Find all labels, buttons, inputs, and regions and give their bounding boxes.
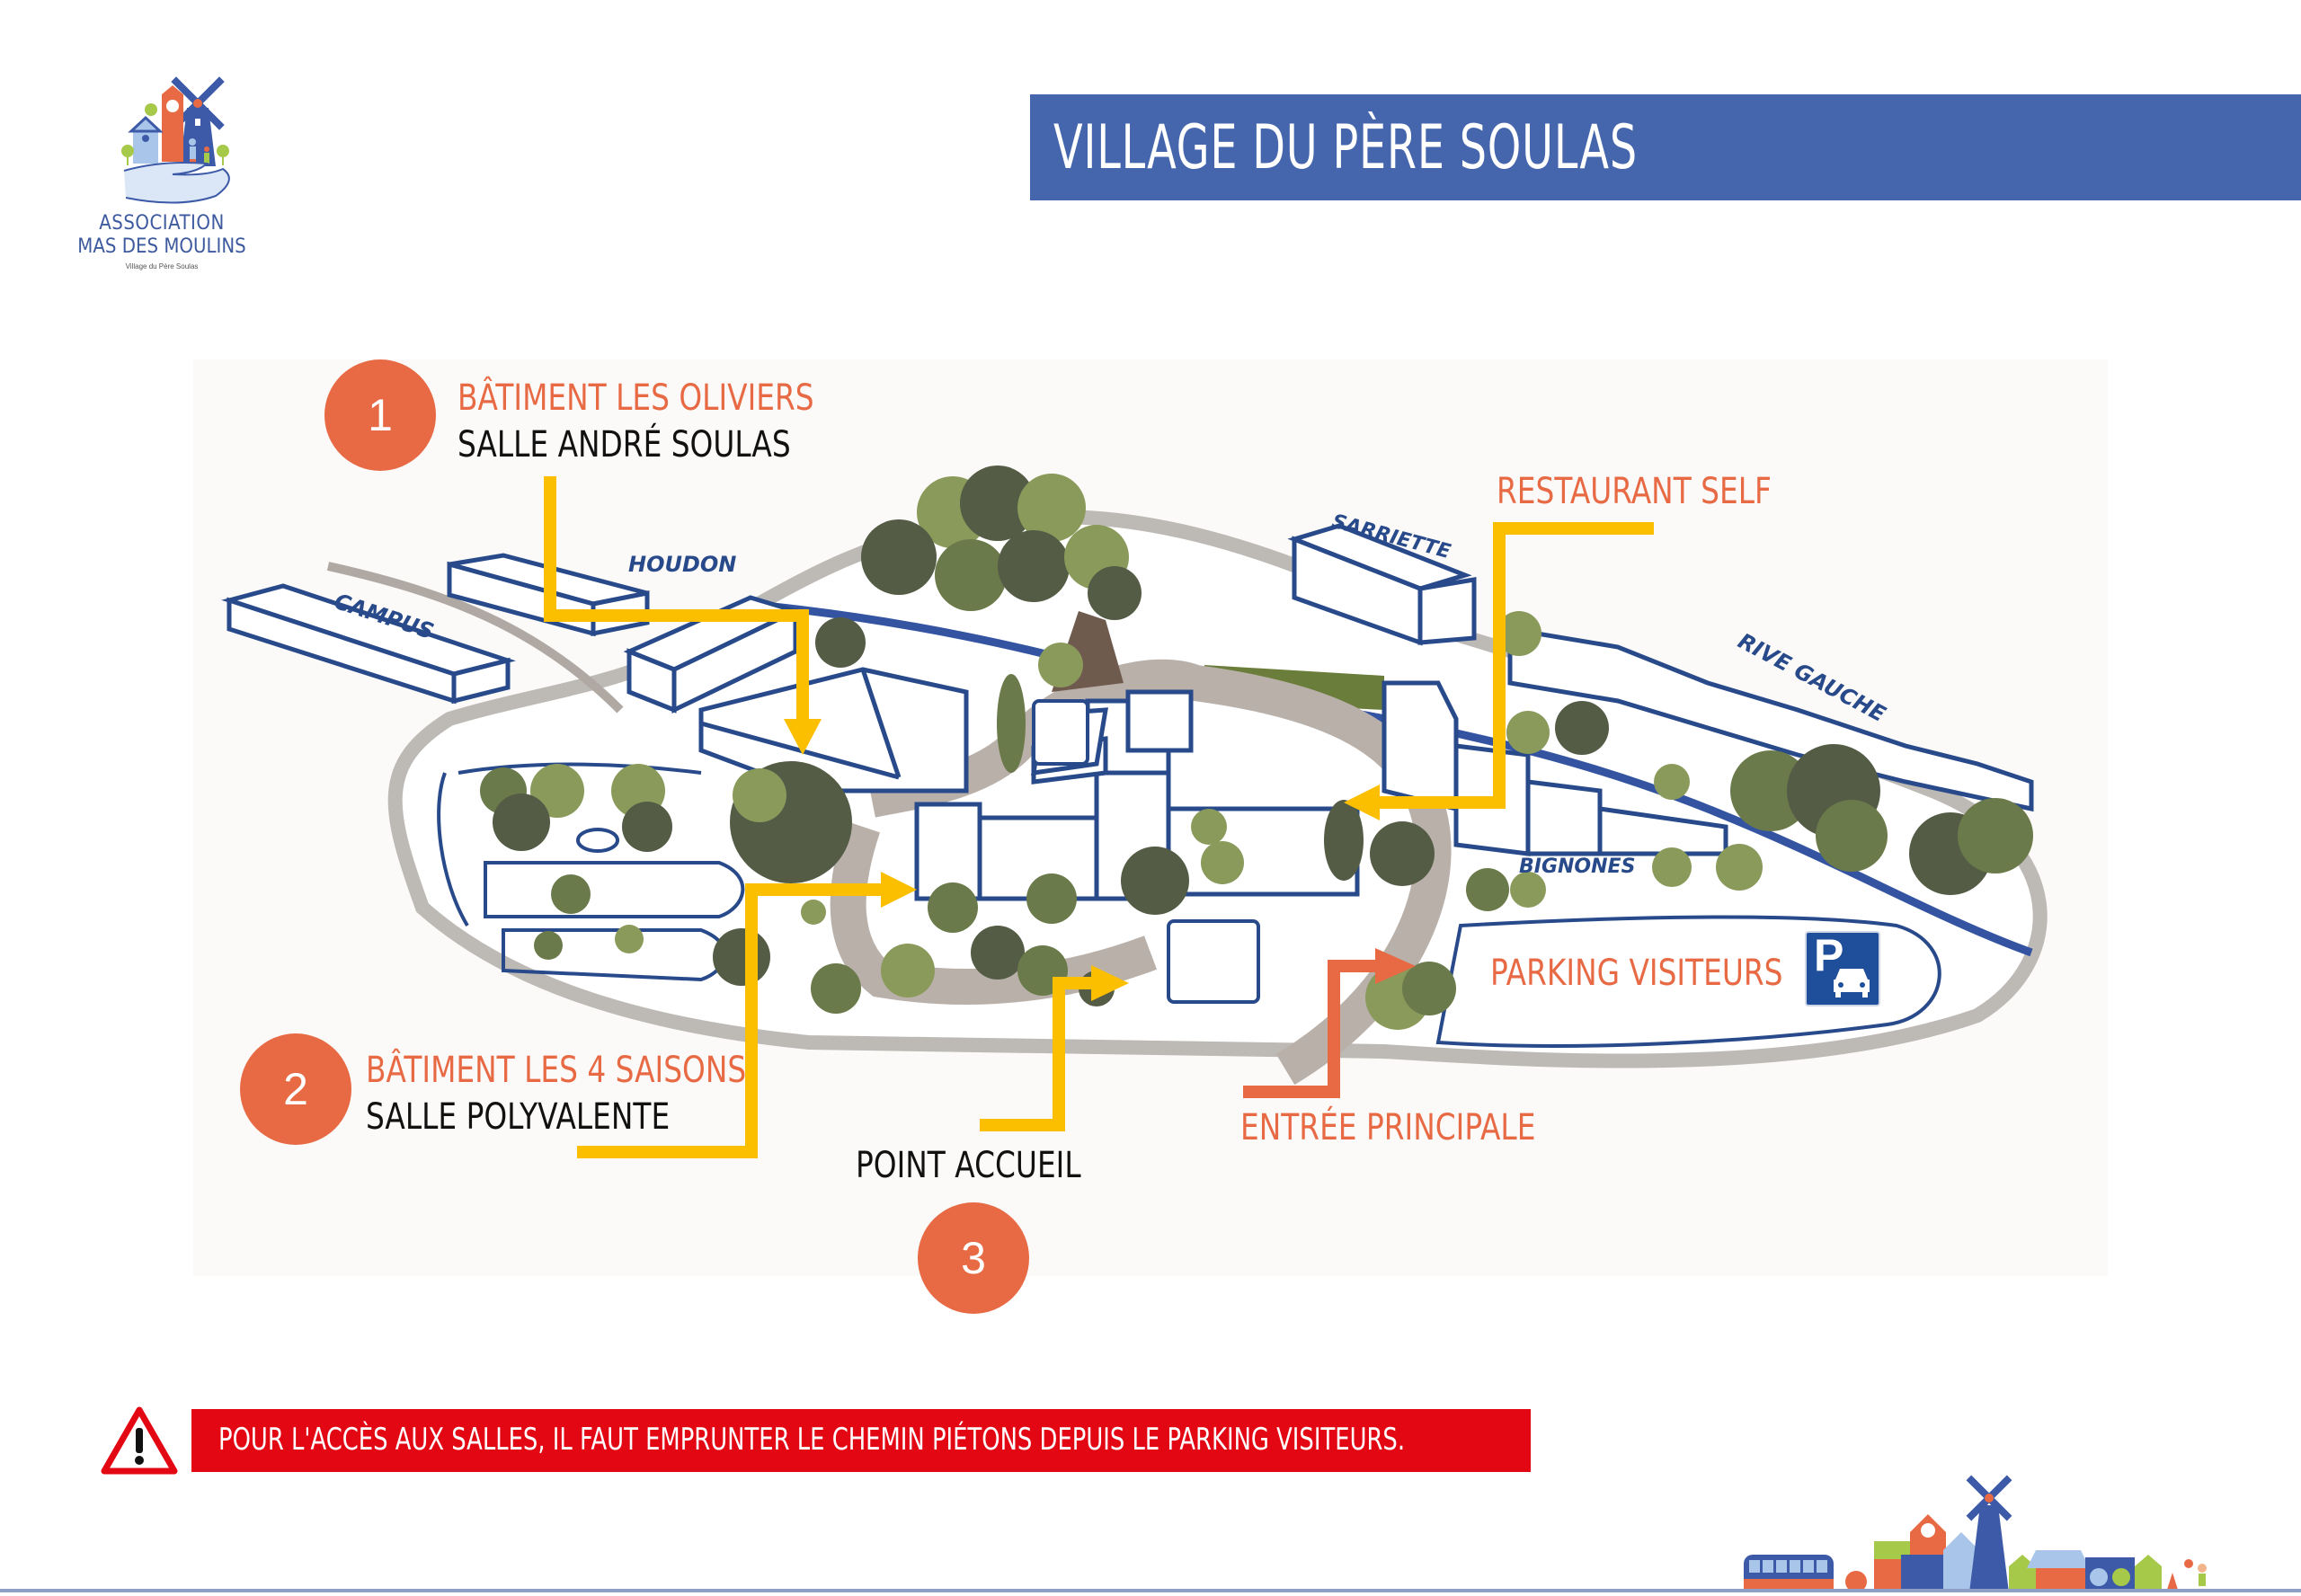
car-icon xyxy=(1834,969,1870,998)
point-1-badge: 1 xyxy=(324,359,436,471)
warning-text: POUR L'ACCÈS AUX SALLES, IL FAUT EMPRUNT… xyxy=(218,1422,1406,1458)
page-title: VILLAGE DU PÈRE SOULAS xyxy=(1053,112,1638,183)
title-banner: VILLAGE DU PÈRE SOULAS xyxy=(1030,94,2301,200)
village-hand-logo-icon xyxy=(121,76,230,204)
point-2-title: BÂTIMENT LES 4 SAISONS xyxy=(366,1050,747,1091)
building-label-houdon: HOUDON xyxy=(628,552,737,577)
parking-sign-icon: P xyxy=(1805,930,1880,1006)
entree-principale-label: ENTRÉE PRINCIPALE xyxy=(1240,1107,1536,1148)
campus-map-illustration xyxy=(221,466,2048,1158)
restaurant-self-label: RESTAURANT SELF xyxy=(1497,471,1772,512)
parking-visiteurs-label: PARKING VISITEURS xyxy=(1490,953,1783,994)
point-3-badge: 3 xyxy=(918,1202,1029,1314)
point-2-subtitle: SALLE POLYVALENTE xyxy=(366,1096,671,1138)
logo-line-subtitle: Village du Père Soulas xyxy=(125,262,199,270)
point-3-title: POINT ACCUEIL xyxy=(856,1145,1081,1186)
point-1-subtitle: SALLE ANDRÉ SOULAS xyxy=(458,424,791,466)
point-2-badge: 2 xyxy=(240,1033,351,1145)
point-1-title: BÂTIMENT LES OLIVIERS xyxy=(458,377,814,419)
warning-triangle-icon xyxy=(101,1406,178,1475)
bottom-border xyxy=(0,1589,2301,1592)
village-skyline-illustration xyxy=(1735,1451,2301,1592)
site-map: CAMPUS HOUDON SARRIETTE RIVE GAUCHE BIGN… xyxy=(193,359,2108,1314)
skyline-icon xyxy=(1744,1475,2207,1592)
logo-line-name: MAS DES MOULINS xyxy=(77,235,246,258)
building-label-bignones: BIGNONES xyxy=(1519,856,1636,878)
association-logo: ASSOCIATION MAS DES MOULINS Village du P… xyxy=(72,63,252,279)
logo-line-association: ASSOCIATION xyxy=(99,212,225,235)
warning-banner: POUR L'ACCÈS AUX SALLES, IL FAUT EMPRUNT… xyxy=(191,1409,1531,1472)
